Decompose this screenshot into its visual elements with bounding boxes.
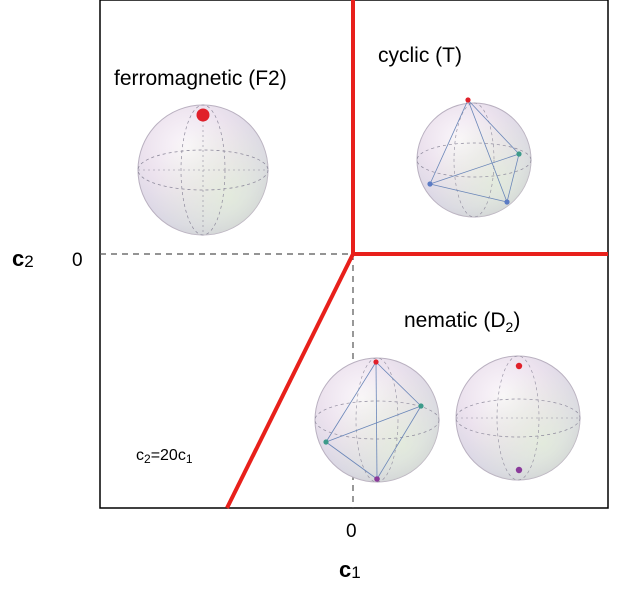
nematic2-point-bottom <box>515 466 523 474</box>
x-axis-name: c1 <box>339 557 361 582</box>
cyclic-point-bottom <box>504 199 510 205</box>
nematic2-point-top <box>515 362 523 370</box>
sphere-nematic-uniaxial <box>455 355 581 481</box>
nematic1-point-top <box>373 359 379 365</box>
label-nematic: nematic (D2) <box>404 309 520 335</box>
sphere-cyclic <box>416 97 532 218</box>
boundary-equation: c2=20c1 <box>136 447 193 466</box>
ferro-spin-point <box>196 108 210 122</box>
label-ferromagnetic: ferromagnetic (F2) <box>114 67 287 90</box>
y-axis-zero-label: 0 <box>72 250 83 271</box>
phase-boundaries <box>225 0 608 509</box>
x-axis-zero-label: 0 <box>346 521 357 542</box>
sphere-nematic-biaxial <box>314 357 440 483</box>
label-cyclic: cyclic (T) <box>378 44 462 67</box>
cyclic-point-right <box>516 151 522 157</box>
cyclic-point-left <box>427 181 433 187</box>
nematic1-point-right <box>418 403 424 409</box>
nematic1-point-left <box>323 439 329 445</box>
nematic1-point-bottom <box>374 476 380 482</box>
cyclic-point-top <box>465 97 471 103</box>
boundary-ferro-nematic <box>225 253 355 509</box>
y-axis-name: c2 <box>12 246 34 271</box>
sphere-ferromagnetic <box>137 104 269 236</box>
